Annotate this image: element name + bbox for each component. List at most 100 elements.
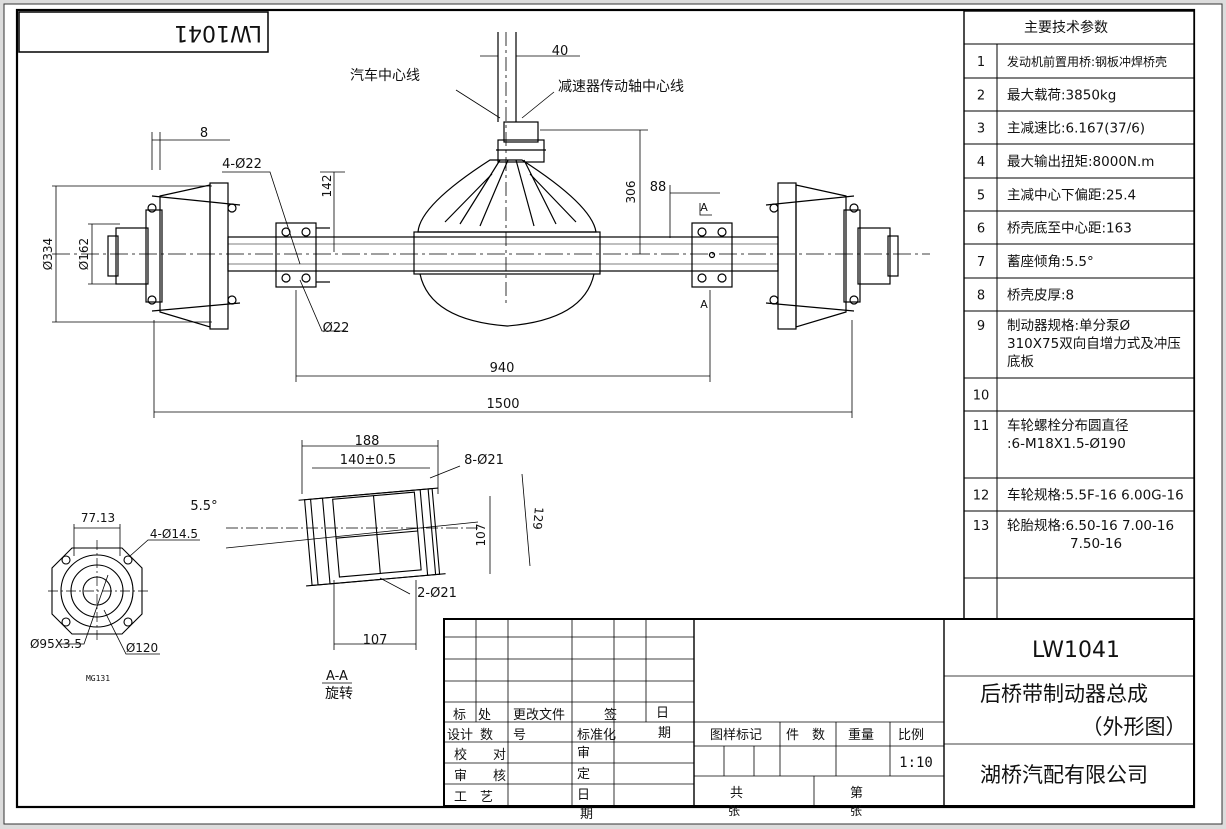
dim-120: Ø120 [126, 641, 158, 655]
params-row-number: 2 [977, 89, 985, 104]
rev-qi: 期 [580, 807, 593, 822]
params-row-text: 制动器规格:单分泵Ø [1007, 318, 1130, 334]
params-row-text: 310X75双向自增力式及冲压 [1007, 336, 1181, 352]
total-sheets-unit: 张 [728, 804, 740, 818]
dim-88: 88 [650, 180, 667, 195]
rev-no: 号 [513, 728, 526, 743]
rev-process: 工 艺 [454, 790, 493, 805]
params-row-text: 7.50-16 [1070, 536, 1122, 552]
dim-8: 8 [200, 126, 208, 141]
reducer-shaft-label: 减速器传动轴中心线 [558, 79, 684, 95]
sheet-no-label: 第 [850, 786, 863, 801]
params-row-number: 5 [977, 189, 985, 204]
axle-front-view [52, 32, 930, 330]
params-row-text: 桥壳底至中心距:163 [1007, 221, 1132, 237]
section-marker-bottom: A [700, 298, 708, 311]
dim-8-21: 8-Ø21 [464, 453, 504, 468]
dim-2-21: 2-Ø21 [417, 586, 457, 601]
rev-check: 校 对 [454, 747, 506, 763]
dim-940: 940 [490, 361, 515, 376]
rev-sign: 签 [604, 707, 617, 723]
rev-ri: 日 [577, 788, 590, 803]
scale-value: 1:10 [899, 755, 933, 771]
rev-design: 设计 [447, 728, 473, 743]
dim-107-vertical: 107 [474, 524, 488, 547]
rev-standardize: 标准化 [577, 728, 616, 743]
dim-40: 40 [552, 44, 569, 59]
rev-period: 期 [658, 726, 671, 741]
dim-306: 306 [624, 181, 638, 204]
rev-audit: 审 核 [454, 769, 506, 784]
params-row-number: 8 [977, 289, 985, 304]
dim-1500: 1500 [486, 397, 519, 412]
product-subtitle: （外形图） [1082, 715, 1187, 739]
params-row-text: 主减速比:6.167(37/6) [1007, 121, 1145, 137]
params-row-text: 蓄座倾角:5.5° [1007, 254, 1094, 270]
scale-label: 比例 [898, 728, 924, 743]
params-row-text: 车轮规格:5.5F-16 6.00G-16 [1007, 487, 1184, 504]
params-row-text: 桥壳皮厚:8 [1007, 288, 1074, 304]
section-label: A-A [326, 669, 348, 684]
mg-code: MG131 [86, 674, 110, 683]
rev-ding: 定 [577, 767, 590, 782]
weight-label: 重量 [848, 727, 874, 743]
section-marker-top: A [700, 201, 708, 214]
rev-date: 日 [656, 706, 669, 721]
dim-188: 188 [355, 434, 380, 449]
params-row-text: 底板 [1007, 354, 1035, 370]
params-row-number: 9 [977, 319, 985, 334]
section-aa-text: 188 140±0.5 8-Ø21 5.5° 107 129 2-Ø21 107… [190, 434, 546, 702]
company-name: 湖桥汽配有限公司 [980, 763, 1148, 787]
params-row-text: 轮胎规格:6.50-16 7.00-16 [1007, 518, 1174, 534]
params-row-number: 10 [973, 389, 990, 404]
dim-142: 142 [320, 175, 334, 198]
dim-129: 129 [530, 506, 546, 530]
params-row-text: 最大输出扭矩:8000N.m [1007, 154, 1154, 170]
rev-change-doc: 更改文件 [513, 708, 565, 723]
title-block-text: 标 处 更改文件 签 日 设计 数 号 标准化 期 校 对 审 核 工 艺 审 … [447, 638, 1187, 822]
total-sheets-label: 共 [730, 786, 743, 801]
mirrored-number-box: LW1041 [18, 11, 269, 53]
dim-334: Ø334 [41, 238, 55, 270]
dim-77: 77.13 [81, 511, 115, 525]
params-row-number: 1 [977, 55, 985, 70]
dim-140: 140±0.5 [340, 453, 396, 468]
dim-162: Ø162 [77, 238, 91, 270]
params-title: 主要技术参数 [1024, 19, 1108, 36]
params-row-text: :6-M18X1.5-Ø190 [1007, 436, 1126, 452]
rev-number: 数 [480, 728, 493, 743]
drawing-number: LW1041 [1032, 638, 1120, 663]
rev-place: 处 [478, 708, 491, 723]
rotated-label: 旋转 [325, 686, 353, 702]
section-aa [225, 440, 531, 650]
dim-22: Ø22 [323, 321, 350, 336]
dim-4-14: 4-Ø14.5 [150, 527, 198, 541]
params-row-number: 12 [973, 489, 990, 504]
rev-mark: 标 [453, 708, 466, 723]
params-row-number: 6 [977, 222, 985, 237]
sheet-no-unit: 张 [850, 804, 862, 818]
axle-dimensions [52, 55, 853, 418]
flange-dimension-text: 77.13 4-Ø14.5 Ø95X3.5 Ø120 MG131 [30, 511, 198, 683]
axle-dimension-text: 40 8 4-Ø22 142 306 88 Ø334 Ø162 Ø22 940 … [41, 44, 708, 412]
params-row-text: 最大载荷:3850kg [1007, 88, 1116, 104]
dim-95: Ø95X3.5 [30, 637, 82, 651]
product-name: 后桥带制动器总成 [980, 682, 1148, 706]
params-row-number: 11 [973, 419, 990, 434]
params-row-text: 车轮螺栓分布圆直径 [1007, 417, 1129, 434]
dim-5-5: 5.5° [190, 499, 217, 514]
dim-4-22: 4-Ø22 [222, 157, 262, 172]
params-row-text: 发动机前置用桥:钢板冲焊桥壳 [1007, 54, 1167, 69]
drawing-mark-label: 图样标记 [710, 728, 762, 743]
qty-label: 件 数 [786, 728, 825, 743]
params-row-number: 13 [973, 519, 990, 534]
rev-shen: 审 [577, 746, 590, 761]
flange-detail [48, 524, 200, 655]
dim-107-horizontal: 107 [363, 633, 388, 648]
mirrored-drawing-number: LW1041 [174, 20, 262, 45]
params-row-text: 主减中心下偏距:25.4 [1007, 188, 1136, 204]
params-row-number: 4 [977, 155, 985, 170]
